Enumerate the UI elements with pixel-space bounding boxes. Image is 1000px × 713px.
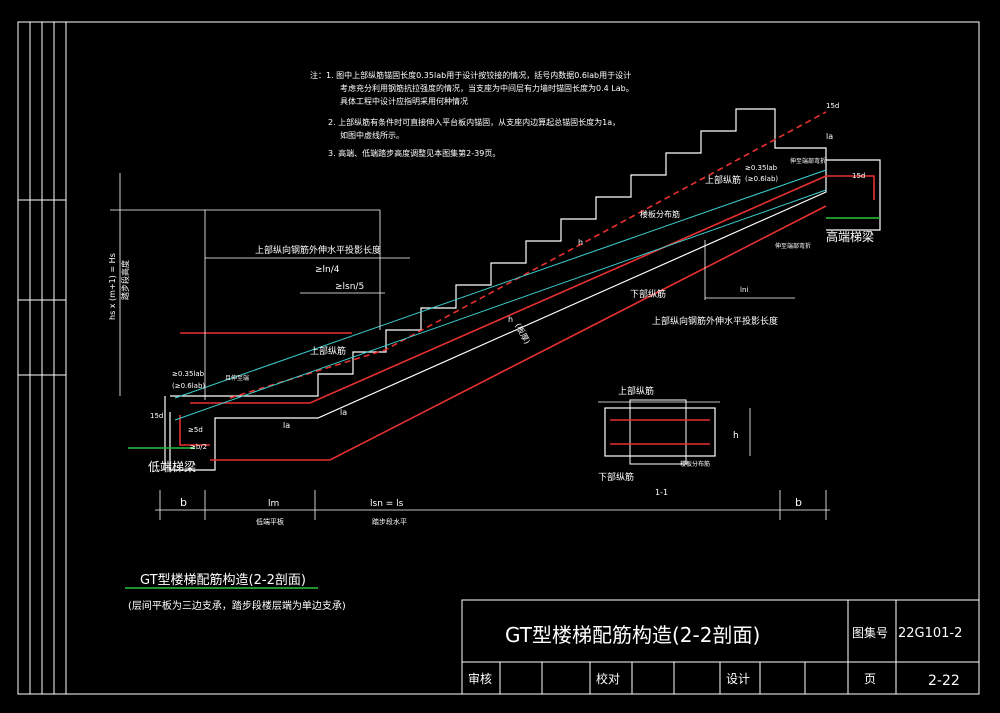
label-15d-high: 15d (852, 172, 865, 180)
label-la-top: la (826, 132, 833, 141)
section-upper-label: 上部纵筋 (618, 385, 654, 397)
label-low-beam: 低端梯梁 (148, 459, 196, 474)
note-line-6: 3. 高端、低端踏步高度调整见本图集第2-39页。 (328, 148, 500, 158)
title-block-review: 审核 (468, 671, 492, 686)
stair-outline (164, 108, 881, 471)
label-distribution-rebar: 楼板分布筋 (640, 209, 680, 219)
label-hs-vertical: hs x (m+1) = Hs (108, 253, 117, 320)
label-15d-top: 15d (826, 102, 839, 110)
label-lower-rebar: 下部纵筋 (630, 288, 666, 300)
label-hs-sub: 踏步段高度 (120, 260, 130, 300)
label-b2: ≥b/2 (190, 443, 207, 451)
high-beam-outline (826, 159, 881, 231)
note-line-4: 2. 上部纵筋有条件时可直接伸入平台板内锚固，从支座内边算起总锚固长度为1a， (328, 117, 620, 127)
stair-steps (170, 108, 827, 397)
title-block-page-no: 2-22 (928, 673, 960, 689)
section-dist-label: 楼板分布筋 (680, 460, 710, 468)
label-anchor-high-1: ≥0.35lab (745, 164, 778, 172)
label-anchor-low-3: 且伸至端 (225, 374, 249, 382)
dim-ln: lm (268, 499, 279, 509)
label-h-1: h (508, 315, 513, 324)
title-block-title: GT型楼梯配筋构造(2-2剖面) (505, 623, 760, 647)
lower-rebar-low-hook (179, 415, 210, 446)
label-high-bottom: 伸至端部弯折 (775, 242, 811, 250)
label-la-low2: la (340, 408, 347, 417)
dim-b-left: b (180, 496, 187, 509)
dim-ln-sub: 低端平板 (256, 517, 284, 526)
note-line-2: 考虑充分利用钢筋抗拉强度的情况，当支座为中间层有力墙时锚固长度为0.4 Lab。 (340, 83, 634, 93)
section-lower-label: 下部纵筋 (598, 471, 634, 483)
label-lower-extension: 上部纵向钢筋外伸水平投影长度 (652, 315, 778, 327)
section-1-1: 上部纵筋 下部纵筋 楼板分布筋 h 1-1 (598, 385, 751, 497)
dim-lsn-sub: 踏步段水平 (372, 517, 407, 526)
upper-rebar-slope (190, 175, 827, 404)
label-high-corner: 伸至端部弯折 (790, 157, 826, 165)
label-upper-rebar-low: 上部纵筋 (310, 345, 346, 357)
stair-soffit (169, 162, 827, 471)
lower-rebar (210, 205, 827, 461)
label-5d: ≥5d (188, 426, 203, 434)
cyan-lines (174, 169, 827, 421)
title-block-page-label: 页 (864, 672, 876, 686)
title-block: GT型楼梯配筋构造(2-2剖面) 图集号 22G101-2 审核 校对 设计 页… (461, 599, 980, 695)
section-web (629, 399, 687, 465)
bottom-dimensions: b lm lsn = ls b 低端平板 踏步段水平 (180, 496, 802, 526)
high-end-rebar (826, 175, 875, 200)
label-anchor-high-2: (≥0.6lab) (745, 175, 778, 183)
note-line-3: 具体工程中设计应指明采用何种情况 (340, 96, 468, 106)
dim-b-right: b (795, 496, 802, 509)
title-block-design: 设计 (726, 672, 750, 686)
caption-subtitle: (层间平板为三边支承，踏步段楼层端为单边支承) (128, 599, 346, 612)
label-h-2: h (578, 238, 583, 247)
label-high-beam: 高端梯梁 (826, 229, 874, 244)
notes-block: 注：1. 图中上部纵筋锚固长度0.35lab用于设计按铰接的情况，括号内数据0.… (310, 70, 634, 158)
label-anchor-low-2: (≥0.6lab) (172, 382, 205, 390)
title-block-atlas-label: 图集号 (852, 625, 888, 640)
section-box (604, 407, 716, 457)
label-ln4: ≥ln/4 (315, 265, 340, 275)
cyan-rebar-1 (174, 169, 827, 399)
drawing-caption: GT型楼梯配筋构造(2-2剖面) (层间平板为三边支承，踏步段楼层端为单边支承) (128, 572, 346, 612)
caption-title: GT型楼梯配筋构造(2-2剖面) (140, 572, 306, 588)
label-15d-low: 15d (150, 412, 163, 420)
title-block-check: 校对 (596, 671, 620, 686)
dim-lsn: lsn = ls (370, 499, 404, 509)
section-h-label: h (733, 431, 739, 441)
label-anchor-low-1: ≥0.35lab (172, 370, 205, 378)
label-lni: lni (740, 286, 748, 294)
dimension-lines (110, 173, 830, 520)
label-la-low: la (283, 421, 290, 430)
label-upper-rebar-high: 上部纵筋 (705, 174, 741, 186)
green-markers (125, 217, 880, 589)
label-upper-extension: 上部纵向钢筋外伸水平投影长度 (255, 244, 381, 256)
section-cut-label: 1-1 (655, 488, 668, 497)
cyan-rebar-2 (174, 189, 827, 421)
label-lsn5: ≥lsn/5 (335, 282, 364, 292)
note-line-1: 注：1. 图中上部纵筋锚固长度0.35lab用于设计按铰接的情况，括号内数据0.… (310, 70, 631, 80)
label-slab-thickness: (板厚) (513, 321, 532, 345)
note-line-5: 如图中虚线所示。 (340, 130, 404, 140)
title-block-atlas-no: 22G101-2 (898, 626, 962, 641)
